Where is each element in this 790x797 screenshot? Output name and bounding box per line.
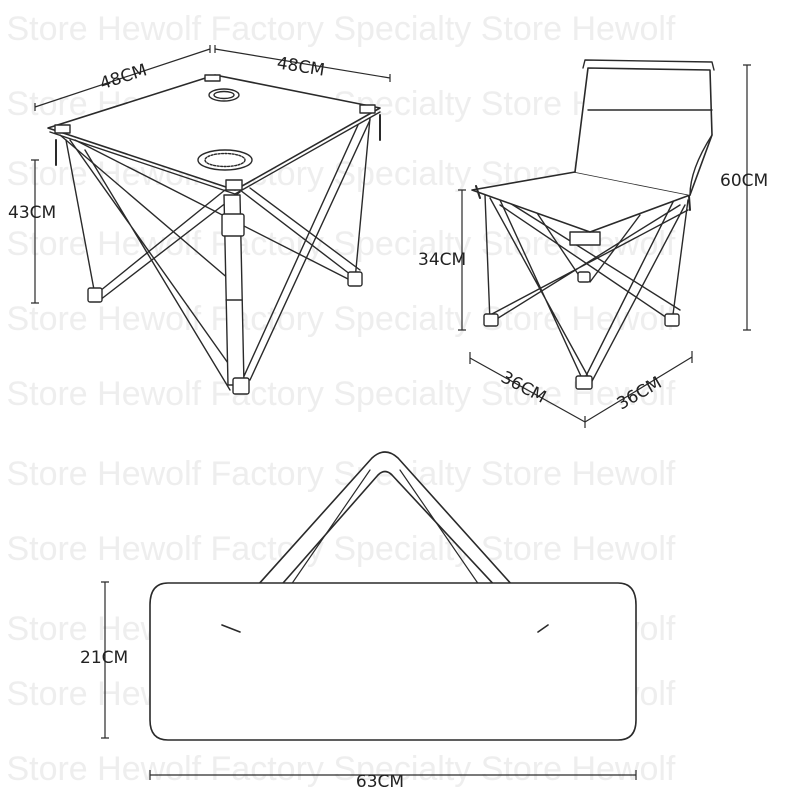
dimension-line — [743, 64, 751, 331]
bag-handle-joint — [221, 624, 549, 633]
table-leg — [354, 117, 371, 281]
table-foot — [87, 287, 103, 303]
chair-brace — [534, 209, 641, 283]
table-top-edge — [49, 111, 381, 195]
table-leg — [65, 139, 96, 296]
chair-foot — [664, 313, 680, 327]
cup-holder-mesh — [204, 152, 246, 168]
chair-leg — [582, 197, 689, 386]
watermark-row: y Store Hewolf Factory Specialty Store H… — [0, 750, 676, 788]
chair-backrest-top — [582, 59, 715, 71]
cup-holder-rim — [213, 90, 235, 100]
watermark-row: y Store Hewolf Factory Specialty Store H… — [0, 455, 676, 493]
carry-bag — [149, 451, 637, 741]
chair-brace — [499, 199, 681, 321]
chair-seat-height-label: 34CM — [418, 250, 466, 270]
bag-length-label: 63CM — [356, 772, 404, 792]
chair-side-tube — [475, 185, 691, 211]
chair-foot — [483, 313, 499, 327]
chair-foot — [575, 375, 593, 390]
table-top — [47, 74, 381, 191]
table-depth-label: 48CM — [275, 53, 326, 80]
dimension-line — [34, 45, 211, 111]
watermark-row: y Store Hewolf Factory Specialty Store H… — [0, 10, 676, 48]
dimension-line — [149, 770, 637, 780]
bag-handle-inner — [281, 469, 489, 599]
table-corner-cap — [359, 104, 376, 114]
dimension-line — [31, 159, 39, 304]
table-brace — [59, 134, 351, 281]
table-foot — [347, 271, 363, 287]
watermark-row: y Store Hewolf Factory Specialty Store H… — [0, 375, 676, 413]
chair-foot — [577, 271, 591, 283]
table-corner-cap — [54, 124, 71, 134]
chair-back-height-label: 60CM — [720, 171, 768, 191]
table-brace — [239, 119, 371, 386]
table-foot — [232, 377, 250, 395]
watermark-row: y Store Hewolf Factory Specialty Store H… — [0, 530, 676, 568]
chair-dimensions — [458, 64, 751, 428]
chair-cup-holder — [569, 231, 601, 246]
table-corner-cap — [225, 179, 243, 191]
chair-backrest — [574, 67, 713, 196]
table-height-label: 43CM — [8, 203, 56, 223]
bag-height-label: 21CM — [80, 648, 128, 668]
table-brace — [239, 187, 361, 279]
watermark-row: y Store Hewolf Factory Specialty Store H… — [0, 225, 676, 263]
folding-chair — [471, 59, 715, 390]
table-brace — [69, 139, 241, 391]
table-leg-joint — [221, 213, 245, 237]
dimension-line — [214, 45, 391, 82]
dimension-line — [584, 351, 693, 423]
dimension-line — [101, 581, 109, 739]
bag-body — [149, 582, 637, 741]
table-corner-cap — [204, 74, 221, 82]
chair-brace — [489, 204, 689, 321]
folding-table — [47, 74, 381, 395]
bag-dimensions — [101, 581, 637, 780]
table-dimensions — [31, 45, 391, 304]
chair-backrest-curve — [689, 134, 713, 196]
table-side-clip — [55, 114, 381, 166]
table-brace — [94, 189, 241, 301]
watermark-row: y Store Hewolf Factory Specialty Store H… — [0, 300, 676, 338]
dimension-line — [458, 189, 466, 331]
